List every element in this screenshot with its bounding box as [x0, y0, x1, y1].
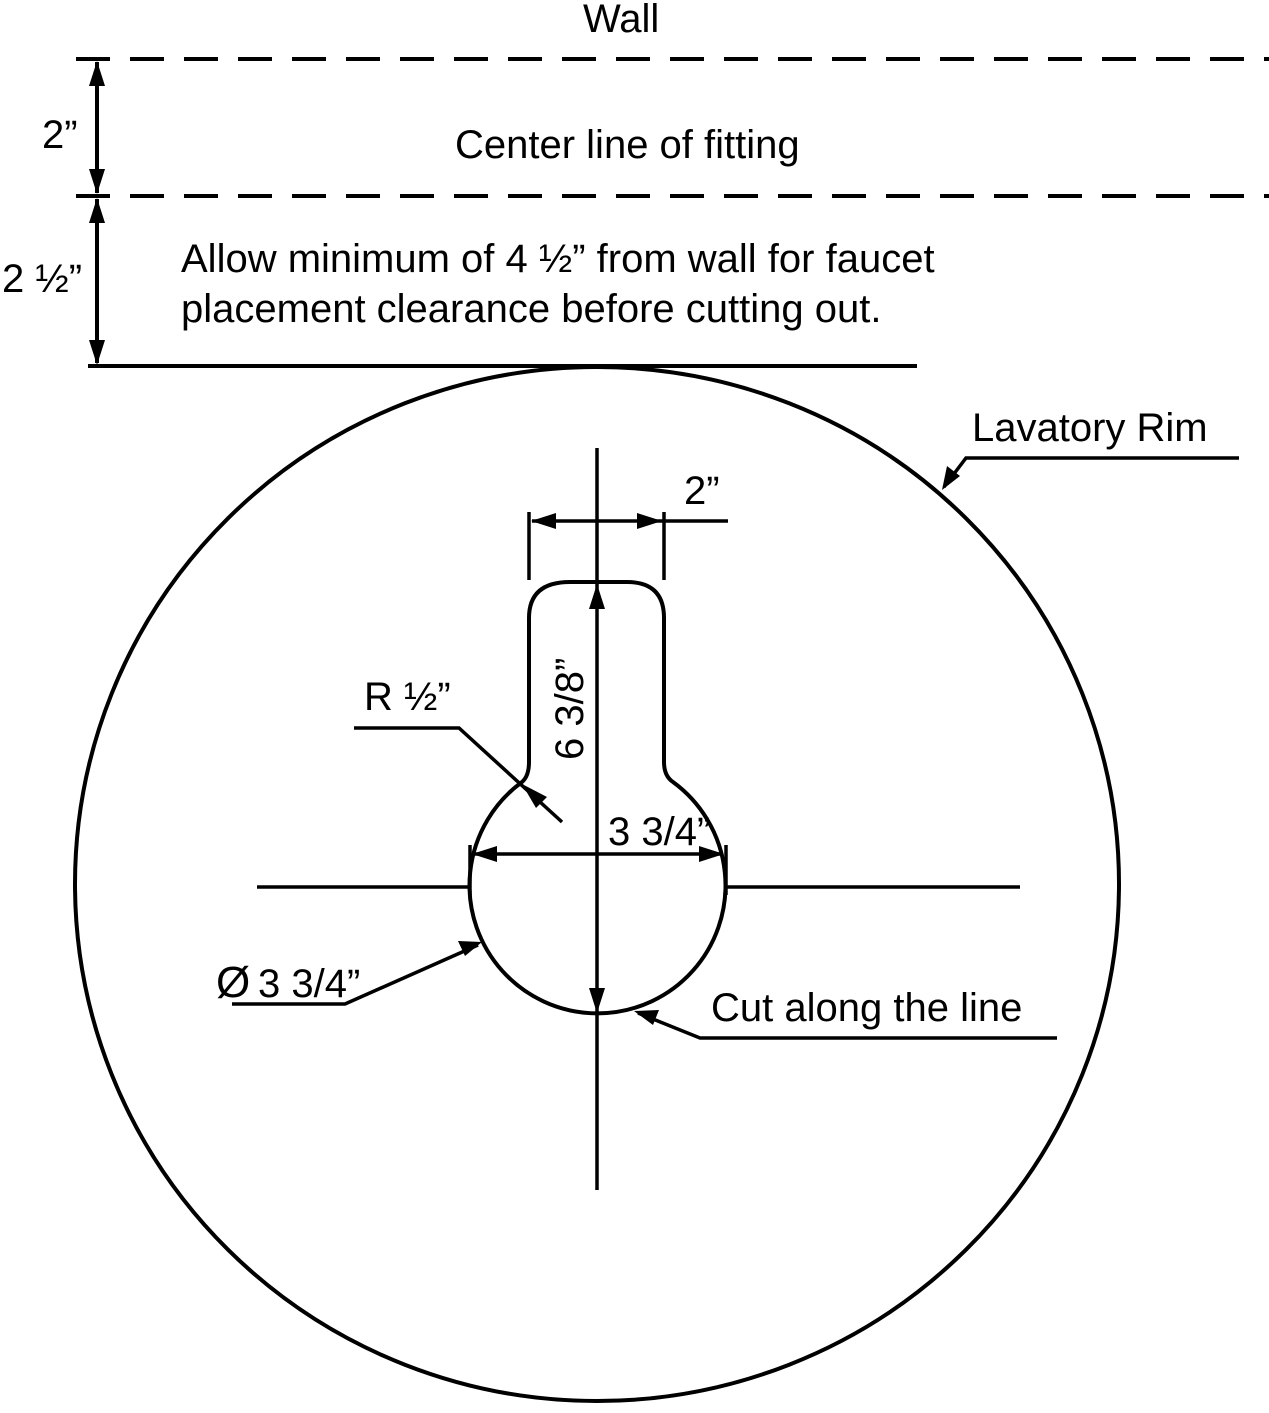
dim-2-half-arrow-bottom: [89, 340, 105, 365]
keyhole-cutout-outline: [467, 580, 728, 1016]
allowance-note-line2: placement clearance before cutting out.: [181, 287, 881, 331]
slot-width-arrow-left: [531, 513, 556, 529]
allowance-note-line1: Allow minimum of 4 ½” from wall for fauc…: [181, 237, 935, 281]
radius-label: R ½”: [364, 675, 451, 719]
slot-width-label: 2”: [684, 469, 720, 513]
hole-width-arrow-left: [472, 846, 497, 862]
dim-2in-arrow-top: [89, 61, 105, 86]
hole-width-label: 3 3/4”: [608, 810, 710, 854]
dim-2-half-label: 2 ½”: [2, 257, 82, 301]
cut-along-leader-arrow: [634, 1010, 659, 1025]
lavatory-rim-circle: [73, 365, 1121, 1403]
slot-width-arrow-right: [637, 513, 662, 529]
dim-2-half-arrow-top: [89, 198, 105, 223]
lavatory-rim-leader: [942, 456, 1239, 489]
slot-height-arrow-top: [589, 584, 605, 609]
radius-leader-arrow: [522, 784, 547, 808]
lavatory-rim-leader-arrow: [942, 466, 960, 490]
hole-width-arrow-right: [699, 846, 724, 862]
diameter-symbol: Ø: [216, 958, 250, 1007]
lavatory-rim-label: Lavatory Rim: [972, 406, 1208, 450]
wall-label: Wall: [583, 0, 659, 41]
slot-height-label: 6 3/8”: [548, 658, 592, 760]
dim-2in-arrow-bottom: [89, 169, 105, 194]
diameter-leader: [232, 943, 479, 1006]
slot-height-arrow-bottom: [589, 988, 605, 1013]
centerline-label: Center line of fitting: [455, 123, 800, 167]
diameter-leader-arrow: [458, 941, 482, 956]
diameter-label: 3 3/4”: [258, 962, 360, 1006]
cut-along-label: Cut along the line: [711, 986, 1022, 1030]
cut-along-leader: [637, 1011, 1057, 1040]
dim-2in-label: 2”: [42, 113, 78, 157]
